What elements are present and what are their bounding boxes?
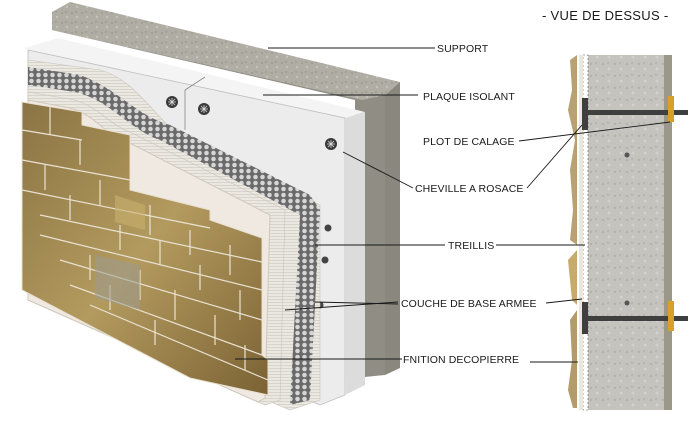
- label-finition-decopierre: FNITION DECOPIERRE: [403, 354, 520, 366]
- label-couche-de-base-armee: COUCHE DE BASE ARMEE: [401, 298, 537, 310]
- label-support: SUPPORT: [437, 43, 489, 55]
- label-treillis: TREILLIS: [448, 240, 495, 252]
- leader-lines: [235, 47, 671, 363]
- label-cheville-a-rosace: CHEVILLE A ROSACE: [415, 183, 524, 195]
- label-plot-de-calage: PLOT DE CALAGE: [423, 136, 515, 148]
- mesh-layer: [28, 67, 320, 405]
- label-plaque-isolant: PLAQUE ISOLANT: [423, 91, 515, 103]
- top-view-title: - VUE DE DESSUS -: [542, 8, 669, 23]
- top-view-section: [568, 54, 688, 411]
- stone-finish-layer: [21, 101, 269, 396]
